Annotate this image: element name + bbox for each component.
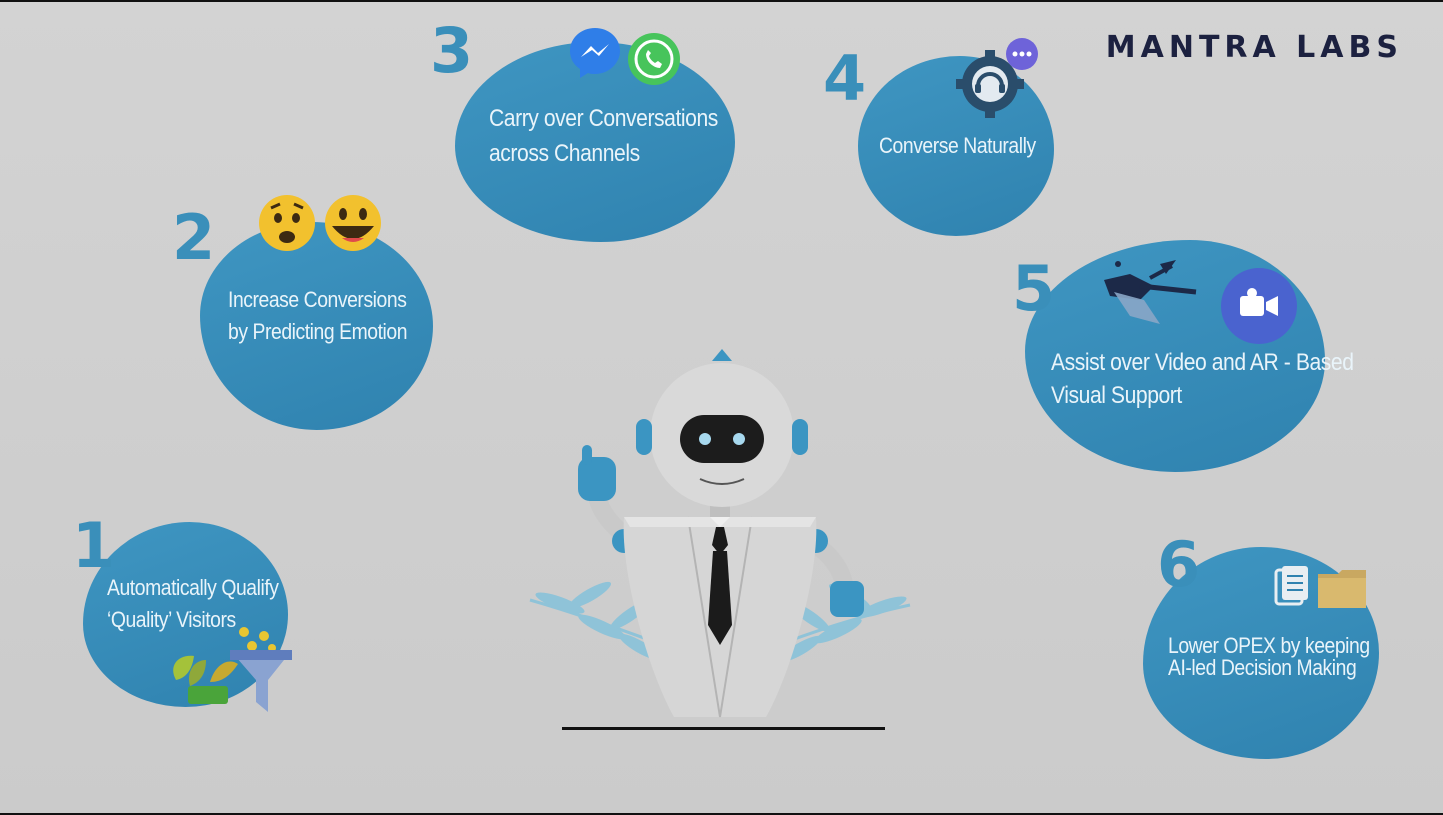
bottom-border [0,813,1443,815]
item-label-3a: Carry over Conversations [489,105,718,132]
top-border [0,0,1443,2]
item-number-3: 3 [430,14,474,87]
document-folder-icon [1274,566,1366,608]
item-number-6: 6 [1157,528,1201,601]
bubble-3 [455,42,735,242]
item-number-4: 4 [823,42,867,115]
item-label-4a: Converse Naturally [879,133,1036,158]
robot-illustration [529,349,911,718]
item-label-3b: across Channels [489,140,640,167]
item-label-2a: Increase Conversions [228,287,407,312]
headset-gear-icon [956,38,1038,118]
emoji-faces-icon [259,195,381,251]
item-label-1b: ‘Quality’ Visitors [107,607,236,632]
item-number-1: 1 [72,509,116,582]
item-label-1a: Automatically Qualify [107,575,279,600]
item-number-5: 5 [1012,252,1056,325]
item-label-2b: by Predicting Emotion [228,319,408,344]
item-label-5b: Visual Support [1051,382,1182,409]
plant-funnel-icon [173,627,292,712]
ground-line [562,727,885,730]
bubble-2 [200,222,433,430]
messenger-whatsapp-icon [570,28,680,85]
item-label-6a: Lower OPEX by keeping [1168,633,1370,658]
item-label-6b: AI-led Decision Making [1168,655,1357,680]
item-label-5a: Assist over Video and AR - Based [1051,349,1354,376]
item-number-2: 2 [172,201,216,274]
ar-glasses-video-icon [1104,260,1297,344]
brand-logo: MANTRA LABS [1105,30,1403,65]
